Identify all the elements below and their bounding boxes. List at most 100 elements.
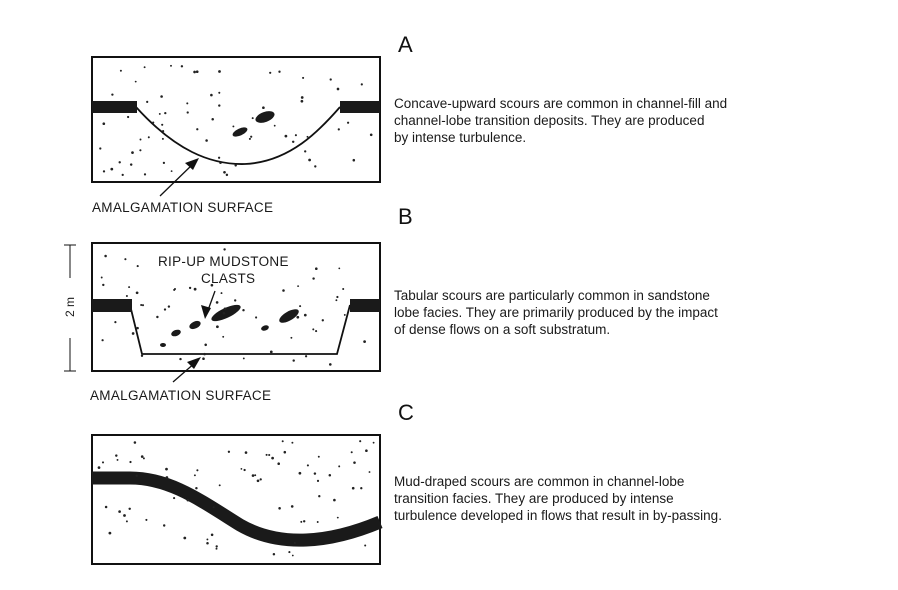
panel-a-figure <box>91 56 381 183</box>
sand-grain-dot <box>222 311 226 315</box>
sand-grain-dot <box>195 486 198 490</box>
sand-grain-dot <box>128 507 131 511</box>
sand-grain-dot <box>369 133 373 137</box>
sand-grain-dot <box>119 69 122 72</box>
sand-grain-dot <box>160 95 163 98</box>
sand-grain-dot <box>278 70 281 73</box>
sand-grain-dot <box>234 299 237 302</box>
sand-grain-dot <box>167 305 171 308</box>
sand-grain-dot <box>223 248 226 251</box>
sand-grain-dot <box>273 124 276 127</box>
panel-b-mud-bed-right <box>350 299 380 312</box>
sand-grain-dot <box>114 321 117 324</box>
sand-grain-dot <box>313 472 317 475</box>
sand-grain-dot <box>251 474 255 477</box>
sand-grain-dot <box>353 461 356 464</box>
panel-b-clast <box>261 325 269 331</box>
panel-b-clast <box>160 343 166 347</box>
panel-a-mud-bed-right <box>340 101 380 113</box>
sand-grain-dot <box>365 449 368 453</box>
sand-grain-dot <box>162 524 166 527</box>
panel-b-clasts-arrow <box>201 290 216 319</box>
sand-grain-dot <box>304 150 307 153</box>
panel-c-mud-drape <box>92 471 383 547</box>
caption-line: Tabular scours are particularly common i… <box>394 288 710 303</box>
sand-grain-dot <box>300 96 304 99</box>
sand-grain-dot <box>186 102 189 105</box>
sand-grain-dot <box>158 112 161 115</box>
sand-grain-dot <box>342 287 345 291</box>
sand-grain-dot <box>152 121 155 124</box>
sand-grain-dot <box>232 125 235 128</box>
panel-b-clast <box>211 304 241 322</box>
sand-grain-dot <box>316 479 320 482</box>
sand-grain-dot <box>262 106 265 110</box>
sand-grain-dot <box>126 115 130 119</box>
sand-grain-dot <box>115 454 118 457</box>
sand-grain-dot <box>129 460 132 464</box>
sand-grain-dot <box>284 134 288 138</box>
sand-grain-dot <box>351 486 355 490</box>
sand-grain-dot <box>97 466 101 469</box>
caption-line: turbulence developed in flows that resul… <box>394 508 722 523</box>
sand-grain-dot <box>118 510 121 513</box>
sand-grain-dot <box>336 87 340 91</box>
sand-grain-dot <box>254 474 257 477</box>
sand-grain-dot <box>350 451 353 454</box>
sand-grain-dot <box>147 136 150 139</box>
sand-grain-dot <box>265 453 268 456</box>
sand-grain-dot <box>335 299 338 302</box>
sand-grain-dot <box>161 137 164 140</box>
sand-grain-dot <box>312 277 315 280</box>
panel-b-sand-dots <box>100 248 366 366</box>
sand-grain-dot <box>337 128 340 131</box>
sand-grain-dot <box>143 173 147 176</box>
sand-grain-dot <box>173 288 176 291</box>
sand-grain-dot <box>223 170 226 174</box>
sand-grain-dot <box>140 303 143 307</box>
panel-b-clasts-label-line2: CLASTS <box>201 271 256 286</box>
sand-grain-dot <box>136 265 139 268</box>
sand-grain-dot <box>278 507 281 510</box>
sand-grain-dot <box>102 122 106 126</box>
sand-grain-dot <box>303 520 306 523</box>
sand-grain-dot <box>255 316 258 319</box>
caption-line: Mud-draped scours are common in channel-… <box>394 474 685 489</box>
sand-grain-dot <box>314 165 317 168</box>
panel-c-caption: Mud-draped scours are common in channel-… <box>394 473 722 524</box>
sand-grain-dot <box>131 332 135 335</box>
sand-grain-dot <box>195 70 199 74</box>
sand-grain-dot <box>256 479 260 483</box>
scale-bar-label: 2 m <box>63 297 77 318</box>
sand-grain-dot <box>101 461 105 464</box>
sand-grain-dot <box>156 315 159 319</box>
sand-grain-dot <box>248 137 251 140</box>
sand-grain-dot <box>210 533 214 537</box>
sand-grain-dot <box>242 308 245 312</box>
sand-grain-dot <box>281 440 284 443</box>
sand-grain-dot <box>328 363 332 366</box>
panel-b-letter: B <box>398 204 413 229</box>
sand-grain-dot <box>218 484 221 487</box>
sand-grain-dot <box>290 336 293 339</box>
sand-grain-dot <box>129 163 133 166</box>
sand-grain-dot <box>140 455 144 458</box>
sand-grain-dot <box>271 456 274 460</box>
sand-grain-dot <box>210 93 213 97</box>
panel-b-clast <box>189 320 201 330</box>
sand-grain-dot <box>216 325 219 329</box>
sand-grain-dot <box>210 283 214 287</box>
sand-grain-dot <box>277 462 280 465</box>
sand-grain-dot <box>123 514 126 517</box>
sand-grain-dot <box>217 156 221 159</box>
sand-grain-dot <box>104 254 107 258</box>
sand-grain-dot <box>170 64 172 67</box>
sand-grain-dot <box>206 542 209 545</box>
sand-grain-dot <box>215 545 218 548</box>
sand-grain-dot <box>134 80 137 83</box>
panel-c-sand-dots <box>97 440 375 557</box>
panel-b-surface-arrow <box>172 357 201 383</box>
sand-grain-dot <box>203 352 206 356</box>
panel-a-surface-label: AMALGAMATION SURFACE <box>92 200 274 215</box>
sand-grain-dot <box>282 289 285 292</box>
